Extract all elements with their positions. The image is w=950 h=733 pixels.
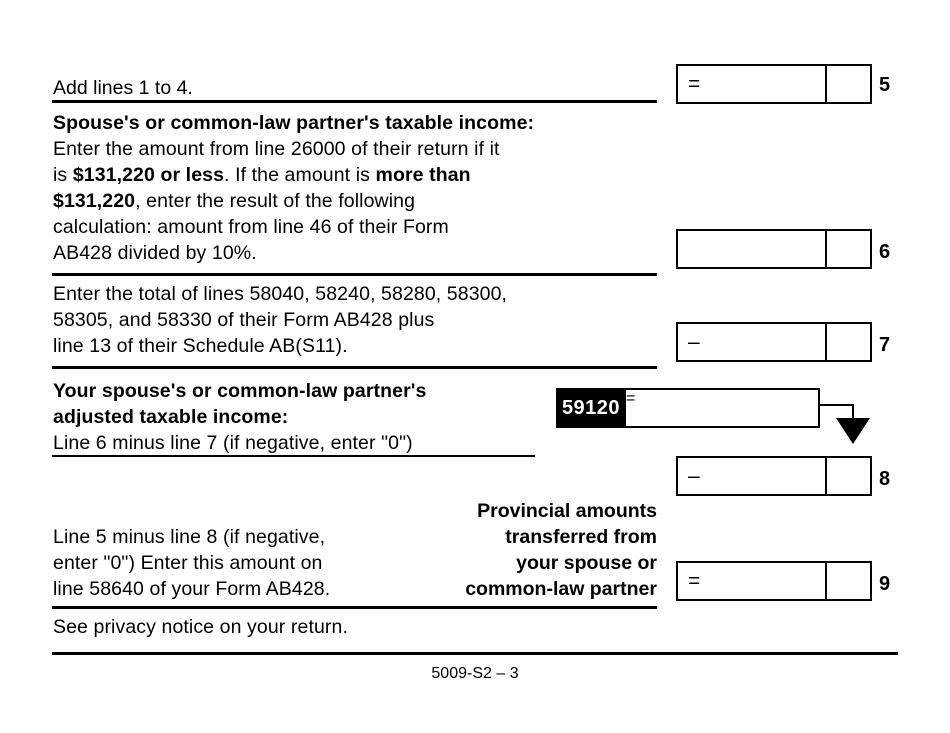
line-5-description: Add lines 1 to 4. <box>53 77 193 99</box>
flow-arrow-icon <box>836 418 870 444</box>
amount-box-line-8[interactable]: – <box>676 456 872 496</box>
amount-box-line-6[interactable] <box>676 229 872 269</box>
line-number-8: 8 <box>879 468 891 490</box>
cents-divider <box>824 66 828 102</box>
line-6-body-3-post: , enter the result of the following <box>135 190 416 212</box>
amount-box-line-7[interactable]: – <box>676 322 872 362</box>
line-6-body-2: is $131,220 or less. If the amount is mo… <box>53 162 678 188</box>
line-6-body-3: $131,220, enter the result of the follow… <box>53 188 678 214</box>
line-7-body-1: Enter the total of lines 58040, 58240, 5… <box>53 283 508 305</box>
line-tag-59120: 59120 <box>556 388 626 428</box>
line-6-body-2-mid: . If the amount is <box>224 164 376 186</box>
operator-minus-line-7: – <box>688 330 700 354</box>
operator-equals-line-9: = <box>688 569 701 593</box>
divider-rule-1 <box>52 100 657 103</box>
line-6-threshold-2: $131,220 <box>53 190 136 212</box>
cents-divider <box>824 458 828 494</box>
operator-equals-line-5: = <box>688 72 701 96</box>
line-9-body-2: enter "0") Enter this amount on <box>53 552 323 574</box>
connector-horizontal <box>818 404 854 406</box>
amount-box-line-5[interactable]: = <box>676 64 872 104</box>
amount-box-line-59120[interactable]: = <box>624 388 820 428</box>
operator-minus-line-8: – <box>688 464 700 488</box>
privacy-notice: See privacy notice on your return. <box>53 616 348 638</box>
line-9-side-4: common-law partner <box>465 578 657 600</box>
amount-box-line-9[interactable]: = <box>676 561 872 601</box>
line-9-side-2: transferred from <box>505 526 657 548</box>
line-6-heading: Spouse's or common-law partner's taxable… <box>53 112 535 134</box>
line-number-9: 9 <box>879 573 891 595</box>
line-6-body-5: AB428 divided by 10%. <box>53 242 257 264</box>
line-6-body-4: calculation: amount from line 46 of thei… <box>53 216 449 238</box>
line-6-body-2-pre: is <box>53 164 73 186</box>
line-6-more-than: more than <box>375 164 471 186</box>
footer-rule <box>52 652 898 655</box>
form-code: 5009-S2 – 3 <box>431 665 519 682</box>
line-9-side-3: your spouse or <box>516 552 657 574</box>
operator-equals-line-59120: = <box>626 390 636 407</box>
line-9-body-3: line 58640 of your Form AB428. <box>53 578 331 600</box>
line-7-body-3: line 13 of their Schedule AB(S11). <box>53 335 348 357</box>
line-9-body-1: Line 5 minus line 8 (if negative, <box>53 526 326 548</box>
divider-rule-5 <box>52 606 657 609</box>
divider-rule-2 <box>52 273 657 276</box>
line-6-threshold-1: $131,220 or less <box>72 164 225 186</box>
line-9-side-note: Provincial amounts transferred from your… <box>300 498 657 602</box>
line-6-body-1: Enter the amount from line 26000 of thei… <box>53 138 500 160</box>
line-number-7: 7 <box>879 334 891 356</box>
connector-vertical <box>852 404 854 428</box>
line-number-6: 6 <box>879 241 891 263</box>
line-9-side-1: Provincial amounts <box>477 500 657 522</box>
line-59120-heading-2: adjusted taxable income: <box>53 406 289 428</box>
divider-rule-3 <box>52 366 657 369</box>
line-59120-body: Line 6 minus line 7 (if negative, enter … <box>53 432 413 454</box>
divider-rule-4 <box>52 455 535 457</box>
cents-divider <box>824 563 828 599</box>
line-number-5: 5 <box>879 74 891 96</box>
line-7-body-2: 58305, and 58330 of their Form AB428 plu… <box>53 309 435 331</box>
line-59120-heading-1: Your spouse's or common-law partner's <box>53 380 427 402</box>
cents-divider <box>824 231 828 267</box>
cents-divider <box>824 324 828 360</box>
